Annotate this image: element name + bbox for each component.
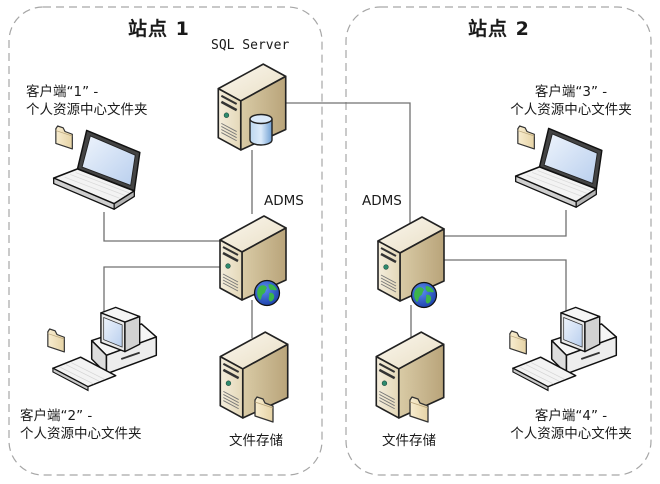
client-2-label: 客户端“2” - 个人资源中心文件夹 [20, 407, 142, 443]
client-2-folder: 个人资源中心文件夹 [20, 426, 142, 442]
client-3-label: 客户端“3” - 个人资源中心文件夹 [503, 83, 639, 119]
connector-client4-to-adms2 [444, 259, 567, 316]
client-1-name: 客户端“1” - [26, 84, 99, 100]
database-icon [249, 113, 273, 146]
client-3-name: 客户端“3” - [534, 84, 608, 100]
connector-sql-to-adms2 [285, 102, 411, 226]
client-4-label: 客户端“4” - 个人资源中心文件夹 [503, 407, 639, 443]
connector-client3-to-adms2 [444, 210, 567, 237]
connector-client2-to-adms1 [103, 266, 220, 320]
client-2-name: 客户端“2” - [20, 408, 93, 424]
globe-icon [410, 281, 438, 309]
file-storage-server-icon [218, 330, 290, 420]
client-1-folder: 个人资源中心文件夹 [26, 102, 148, 118]
desktop-computer-icon [511, 306, 618, 392]
client-1-label: 客户端“1” - 个人资源中心文件夹 [26, 83, 148, 119]
file-storage-label: 文件存储 [229, 433, 283, 449]
adms-server-label: ADMS [264, 193, 304, 209]
connector-client1-to-adms1 [103, 212, 220, 242]
file-storage-label: 文件存储 [382, 433, 436, 449]
globe-icon [253, 279, 281, 307]
client-4-folder: 个人资源中心文件夹 [510, 426, 632, 442]
folder-icon [509, 330, 528, 355]
site-2-title: 站点 2 [468, 18, 530, 40]
client-3-folder: 个人资源中心文件夹 [510, 102, 632, 118]
site-1-title: 站点 1 [128, 18, 190, 40]
folder-icon [55, 125, 73, 150]
folder-icon [517, 125, 535, 150]
site-2-boundary [345, 6, 652, 476]
site-1-boundary [8, 6, 323, 476]
sql-server-label: SQL Server [211, 38, 290, 53]
folder-icon [47, 328, 66, 353]
client-4-name: 客户端“4” - [534, 408, 608, 424]
desktop-computer-icon [51, 306, 158, 392]
adms-server-label: ADMS [362, 193, 402, 209]
